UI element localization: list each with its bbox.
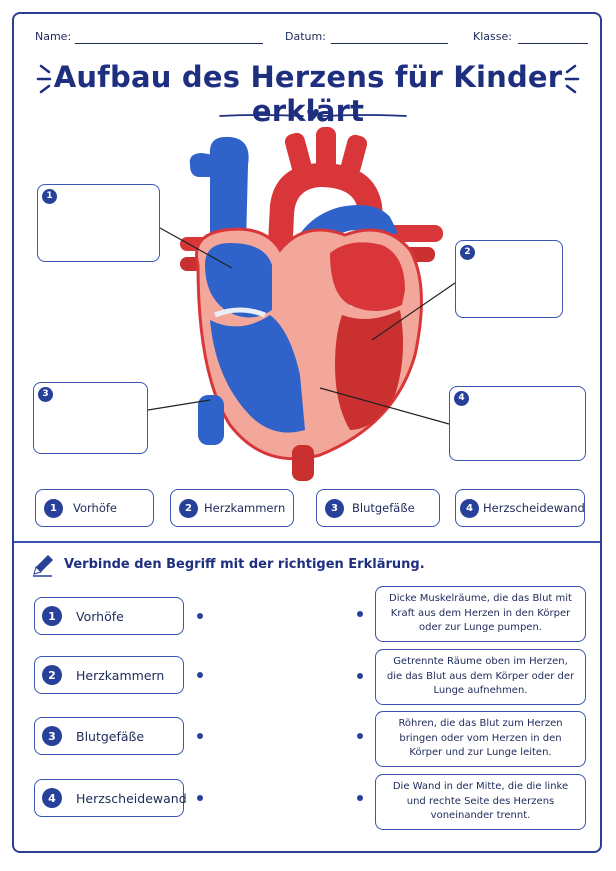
date-line[interactable]	[331, 43, 448, 44]
title-underline	[219, 109, 407, 120]
label-number-1: 1	[42, 189, 57, 204]
term-dot-1[interactable]	[197, 613, 203, 619]
match-term-number-4: 4	[42, 788, 62, 808]
definition-dot-2[interactable]	[357, 673, 363, 679]
label-box-4[interactable]: 4	[449, 386, 586, 461]
word-bank-term-1: Vorhöfe	[73, 501, 117, 515]
word-bank-chip-3[interactable]: 3 Blutgefäße	[316, 489, 440, 527]
definition-text-1: Dicke Muskelräume, die das Blut mit Kraf…	[389, 593, 572, 634]
match-term-3[interactable]: 3 Blutgefäße	[34, 717, 184, 755]
worksheet-frame	[12, 12, 602, 853]
match-term-2[interactable]: 2 Herzkammern	[34, 656, 184, 694]
label-number-3: 3	[38, 387, 53, 402]
word-bank-number-1: 1	[44, 498, 63, 518]
section-divider	[14, 541, 600, 543]
label-number-2: 2	[460, 245, 475, 260]
definition-dot-4[interactable]	[357, 795, 363, 801]
match-term-label-4: Herzscheidewand	[76, 790, 187, 806]
word-bank-number-3: 3	[325, 498, 344, 518]
definition-dot-3[interactable]	[357, 733, 363, 739]
descending-aorta	[292, 445, 314, 481]
match-term-1[interactable]: 1 Vorhöfe	[34, 597, 184, 635]
match-term-number-2: 2	[42, 665, 62, 685]
pencil-icon	[33, 555, 53, 577]
heart-icon	[307, 109, 319, 120]
word-bank-chip-4[interactable]: 4 Herzscheidewand	[455, 489, 585, 527]
match-term-label-1: Vorhöfe	[76, 608, 124, 624]
superior-vena-cava	[209, 136, 249, 245]
definition-text-4: Die Wand in der Mitte, die die linke und…	[392, 781, 569, 822]
date-label: Datum:	[285, 30, 326, 43]
leader-lines	[147, 227, 456, 425]
label-box-1[interactable]: 1	[37, 184, 160, 262]
definition-box-3[interactable]: Röhren, die das Blut zum Herzen bringen …	[375, 711, 586, 767]
label-box-2[interactable]: 2	[455, 240, 563, 318]
left-atrium	[330, 242, 405, 311]
pulmonary-vein-upper	[385, 225, 443, 242]
term-dot-3[interactable]	[197, 733, 203, 739]
definition-dot-1[interactable]	[357, 611, 363, 617]
class-line[interactable]	[518, 43, 588, 44]
match-term-number-3: 3	[42, 726, 62, 746]
definition-box-1[interactable]: Dicke Muskelräume, die das Blut mit Kraf…	[375, 586, 586, 642]
word-bank-term-4: Herzscheidewand	[483, 501, 585, 515]
title-spark-right-icon	[564, 64, 580, 94]
word-bank-number-4: 4	[460, 498, 479, 518]
heart-diagram	[180, 127, 443, 481]
term-dot-4[interactable]	[197, 795, 203, 801]
word-bank-term-2: Herzkammern	[204, 501, 286, 515]
inferior-vena-cava	[198, 395, 224, 445]
name-line[interactable]	[75, 43, 263, 44]
class-label: Klasse:	[473, 30, 512, 43]
match-term-label-3: Blutgefäße	[76, 728, 145, 744]
right-ventricle	[210, 315, 305, 433]
definition-box-4[interactable]: Die Wand in der Mitte, die die linke und…	[375, 774, 586, 830]
definition-text-3: Röhren, die das Blut zum Herzen bringen …	[398, 718, 563, 759]
match-term-4[interactable]: 4 Herzscheidewand	[34, 779, 187, 817]
word-bank-chip-2[interactable]: 2 Herzkammern	[170, 489, 294, 527]
match-term-label-2: Herzkammern	[76, 667, 165, 683]
name-label: Name:	[35, 30, 72, 43]
label-number-4: 4	[454, 391, 469, 406]
word-bank-term-3: Blutgefäße	[352, 501, 415, 515]
definition-text-2: Getrennte Räume oben im Herzen, die das …	[386, 656, 575, 697]
aorta	[265, 163, 384, 300]
term-dot-2[interactable]	[197, 672, 203, 678]
word-bank-number-2: 2	[179, 498, 198, 518]
page-title: Aufbau des Herzens für Kinder erklärt	[53, 60, 563, 128]
definition-box-2[interactable]: Getrennte Räume oben im Herzen, die das …	[375, 649, 586, 705]
word-bank-chip-1[interactable]: 1 Vorhöfe	[35, 489, 154, 527]
match-term-number-1: 1	[42, 606, 62, 626]
label-box-3[interactable]: 3	[33, 382, 148, 454]
exercise-instruction: Verbinde den Begriff mit der richtigen E…	[64, 557, 425, 572]
left-ventricle	[335, 310, 404, 430]
title-spark-left-icon	[36, 64, 52, 94]
